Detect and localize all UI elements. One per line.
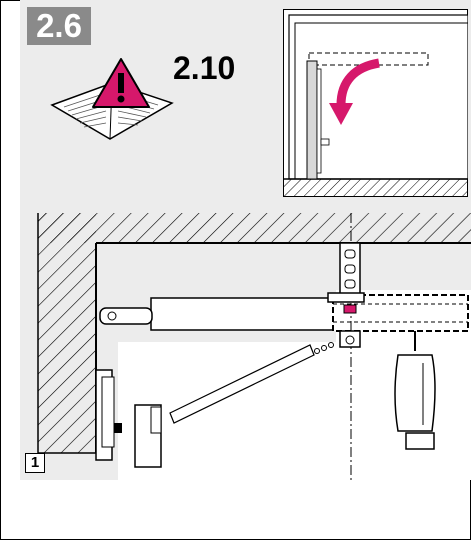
step-number-badge: 2.6 [27,7,91,45]
inset-detail-drawing [283,9,468,197]
figure-label: 1 [25,453,45,473]
rotate-arrow-icon [329,58,380,125]
warning-triangle-icon [92,58,150,108]
reference-section-number: 2.10 [173,50,236,86]
warning-manual-pictogram [50,58,174,140]
main-installation-drawing [37,213,471,480]
